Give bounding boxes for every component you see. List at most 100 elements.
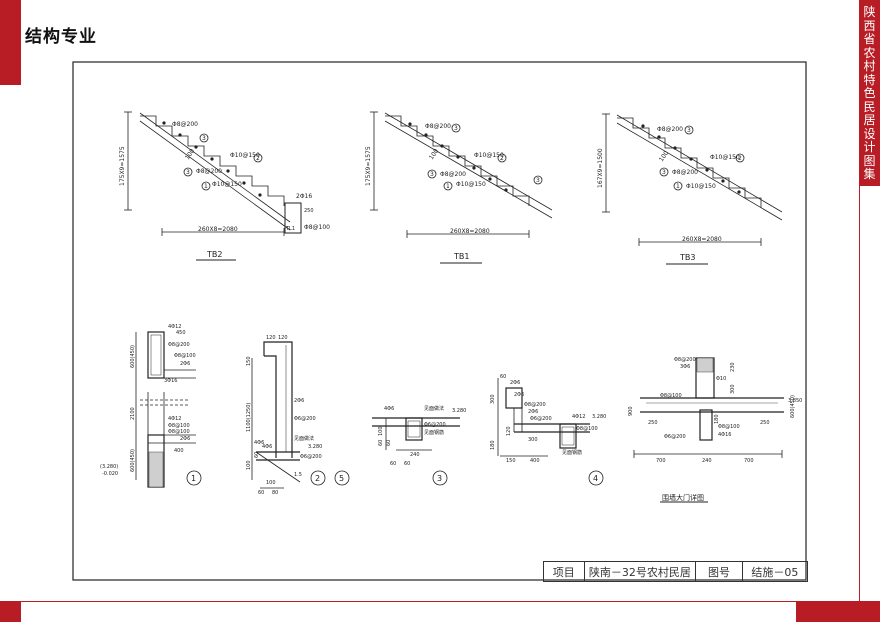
gate-dim-3: 700	[744, 458, 754, 464]
tb2-name: TB2	[206, 250, 222, 259]
detail-1	[135, 331, 202, 488]
title-block: 项目 陕南－32号农村民居 图号 结施－05	[543, 561, 808, 582]
title-block-project: 陕南－32号农村民居	[585, 562, 697, 581]
gate-note-6: 4Φ16	[718, 432, 731, 438]
d2-note-7: 4Φ6	[262, 444, 272, 450]
title-block-label-project: 项目	[544, 562, 585, 581]
detail-3	[372, 417, 460, 486]
stair-tb3	[602, 113, 783, 265]
d1-note-4: 2Φ6	[180, 361, 190, 367]
d4-note-8: Φ8@100	[576, 426, 598, 432]
tb1-note-3: Φ8@200	[440, 171, 466, 178]
d4-note-6: 3.280	[592, 414, 606, 420]
gate-dim-9: 180	[714, 414, 720, 424]
d1-note-7: Φ8@100	[168, 423, 190, 429]
d2-dim-4: 1100(1250)	[246, 403, 252, 432]
title-block-drawing-no: 结施－05	[751, 565, 799, 579]
title-block-label-drawing: 图号	[696, 562, 743, 581]
d1-dim-1: 450	[176, 330, 186, 336]
red-corner-bottom-right	[796, 601, 880, 622]
d2-dim-9: 80	[272, 490, 278, 496]
tb1-note-1: Φ8@200	[425, 123, 451, 130]
d1-note-3: Φ8@100	[174, 353, 196, 359]
tb2-note-6: Φ8@100	[304, 224, 330, 231]
tb3-note-1: Φ8@200	[657, 126, 683, 133]
tb2-note-5: 2Φ16	[296, 193, 312, 200]
gate-detail	[633, 357, 784, 503]
d2-dim-2: 120	[278, 335, 288, 341]
d4-dim-7: 400	[530, 458, 540, 464]
detail-1-labels: 450 600(450) 2100 600(450) 400 4Φ12 Φ8@2…	[100, 324, 196, 483]
gate-dim-8: 300	[730, 384, 736, 394]
tb1-run-dim: 260X8=2080	[450, 228, 490, 235]
d2-note-4: 3.280	[308, 444, 322, 450]
stair-tb2-labels: 175X9=1575 260X8=2080 Φ8@200 Φ10@150 Φ8@…	[119, 121, 330, 259]
d3-dim-1: 100	[378, 426, 384, 436]
tb2-marker-3: 3	[186, 169, 190, 176]
d3-note-4: Φ6@200	[424, 422, 446, 428]
tb2-run-dim: 260X8=2080	[198, 226, 238, 233]
d1-note-8: Φ8@100	[168, 429, 190, 435]
d4-note-4: 2Φ6	[528, 409, 538, 415]
stair-tb3-labels: 167X9=1500 260X8=2080 Φ8@200 Φ10@150 Φ8@…	[597, 126, 742, 262]
bottom-rule	[21, 601, 796, 602]
tb2-height-dim: 175X9=1575	[119, 146, 126, 186]
d4-note-1: 2Φ6	[510, 380, 520, 386]
tb2-note-3: Φ8@200	[196, 168, 222, 175]
tb2-small-1: 100	[184, 148, 196, 162]
tb1-note-4: Φ10@150	[456, 181, 486, 188]
d3-marker: 3	[437, 474, 442, 483]
d2-note-2: Φ6@200	[294, 416, 316, 422]
d4-note-7: Φ6@200	[530, 416, 552, 422]
d2-note-1: 2Φ6	[294, 398, 304, 404]
d4-dim-1: 60	[500, 374, 506, 380]
tb1-marker-4: 3	[536, 177, 540, 184]
d1-dim-3: 2100	[130, 407, 136, 420]
detail-2	[251, 341, 350, 489]
gate-caption: 围墙大门详图	[662, 493, 704, 502]
tb2-note-2: Φ10@150	[230, 152, 260, 159]
tb3-marker-2: 2	[738, 155, 742, 162]
d4-note-3: Φ8@200	[524, 402, 546, 408]
d3-dim-4: 240	[410, 452, 420, 458]
d1-note-6: 4Φ12	[168, 416, 181, 422]
gate-detail-labels: 700 240 700 250 250 600(450) 230 300 180…	[628, 357, 802, 502]
d2-small-1: 1.5	[294, 472, 302, 478]
d1-level-1: (3.280)	[100, 464, 118, 470]
tb1-height-dim: 175X9=1575	[365, 146, 372, 186]
gate-dim-4: 250	[648, 420, 658, 426]
d1-marker: 1	[191, 474, 196, 483]
d4-dim-6: 150	[506, 458, 516, 464]
gate-note-2: 3Φ6	[680, 364, 690, 370]
d2-dim-8: 60	[258, 490, 264, 496]
d4-dim-4: 180	[490, 440, 496, 450]
tb2-marker-4: 1	[204, 183, 208, 190]
d2-dim-3: 150	[246, 356, 252, 366]
tb3-note-4: Φ10@150	[686, 183, 716, 190]
d1-note-9: 2Φ6	[180, 436, 190, 442]
tb2-small-3: TL1	[285, 226, 295, 232]
d3-dim-3: 60	[386, 440, 392, 446]
d4-note-2: 2Φ6	[514, 392, 524, 398]
stair-tb1-labels: 175X9=1575 260X8=2080 Φ8@200 Φ10@150 Φ8@…	[365, 123, 540, 261]
d2-dim-7: 100	[266, 480, 276, 486]
d2-note-3: 见面做法	[294, 435, 314, 442]
stair-tb2	[124, 111, 302, 261]
red-corner-top-left	[0, 0, 21, 85]
tb3-note-3: Φ8@200	[672, 169, 698, 176]
detail-2-labels: 120 120 150 1100(1250) 100 60 100 60 80 …	[246, 335, 344, 496]
d1-note-2: Φ8@200	[168, 342, 190, 348]
gate-dim-10: 900	[628, 406, 634, 416]
d4-note-5: 4Φ12	[572, 414, 585, 420]
d1-note-5: 3Φ16	[164, 378, 177, 384]
gate-dim-6: 600(450)	[790, 395, 796, 418]
tb3-marker-3: 3	[662, 169, 666, 176]
side-banner-text: 陕西省农村特色民居设计图集	[863, 5, 876, 181]
tb3-small-1: 100	[658, 150, 670, 164]
tb1-marker-1: 3	[454, 125, 458, 132]
d3-dim-2: 60	[378, 440, 384, 446]
d3-dim-6: 60	[404, 461, 410, 467]
d3-note-5: 见面钢筋	[424, 429, 444, 436]
stair-tb1	[370, 111, 553, 264]
